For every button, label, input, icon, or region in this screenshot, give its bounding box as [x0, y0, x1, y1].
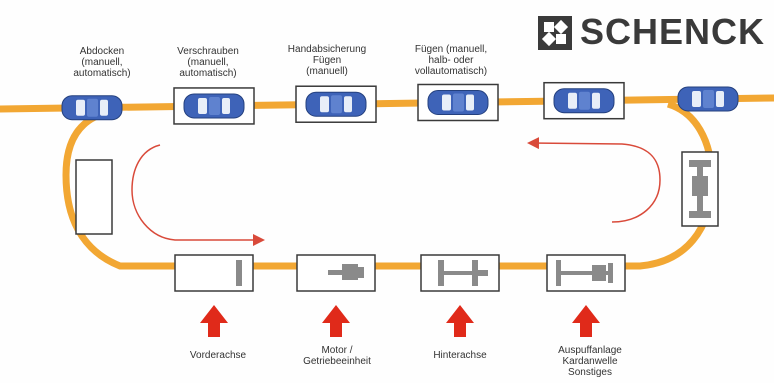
station-handabsicherung: [295, 85, 377, 123]
label-handabsicherung: Handabsicherung Fügen (manuell): [287, 44, 367, 77]
label-hinterachse: Hinterachse: [433, 350, 487, 361]
station-right-side: [681, 151, 719, 227]
label-abdocken: Abdocken (manuell, automatisch): [73, 46, 131, 79]
brand-name: SCHENCK: [580, 11, 766, 52]
station-fuegen: [417, 83, 499, 122]
label-fuegen: Fügen (manuell, halb- oder vollautomatis…: [414, 44, 488, 77]
station-left-side: [75, 159, 113, 235]
label-motor: Motor / Getriebeeinheit: [303, 345, 371, 367]
red-up-arrow-icon: [322, 305, 350, 337]
red-up-arrow-icon: [572, 305, 600, 337]
red-up-arrow-icon: [446, 305, 474, 337]
label-auspuff: Auspuffanlage Kardanwelle Sonstiges: [558, 345, 622, 378]
station-verschrauben: [173, 87, 255, 125]
station-5: [543, 81, 625, 120]
car-free-2: [677, 86, 739, 112]
brand-logo: SCHENCK: [580, 10, 765, 54]
conveyor-track: [0, 94, 774, 270]
station-vorderachse: [174, 254, 254, 292]
flow-arrow-right: [527, 137, 661, 223]
station-auspuff: [546, 254, 626, 292]
label-verschrauben: Verschrauben (manuell, automatisch): [177, 46, 239, 79]
station-hinterachse: [420, 254, 500, 292]
flow-arrow-left: [131, 144, 265, 246]
red-up-arrow-icon: [200, 305, 228, 337]
schenck-logo-icon: [538, 16, 572, 50]
label-vorderachse: Vorderachse: [189, 350, 247, 361]
car-free-1: [61, 95, 123, 121]
station-motor: [296, 254, 376, 292]
